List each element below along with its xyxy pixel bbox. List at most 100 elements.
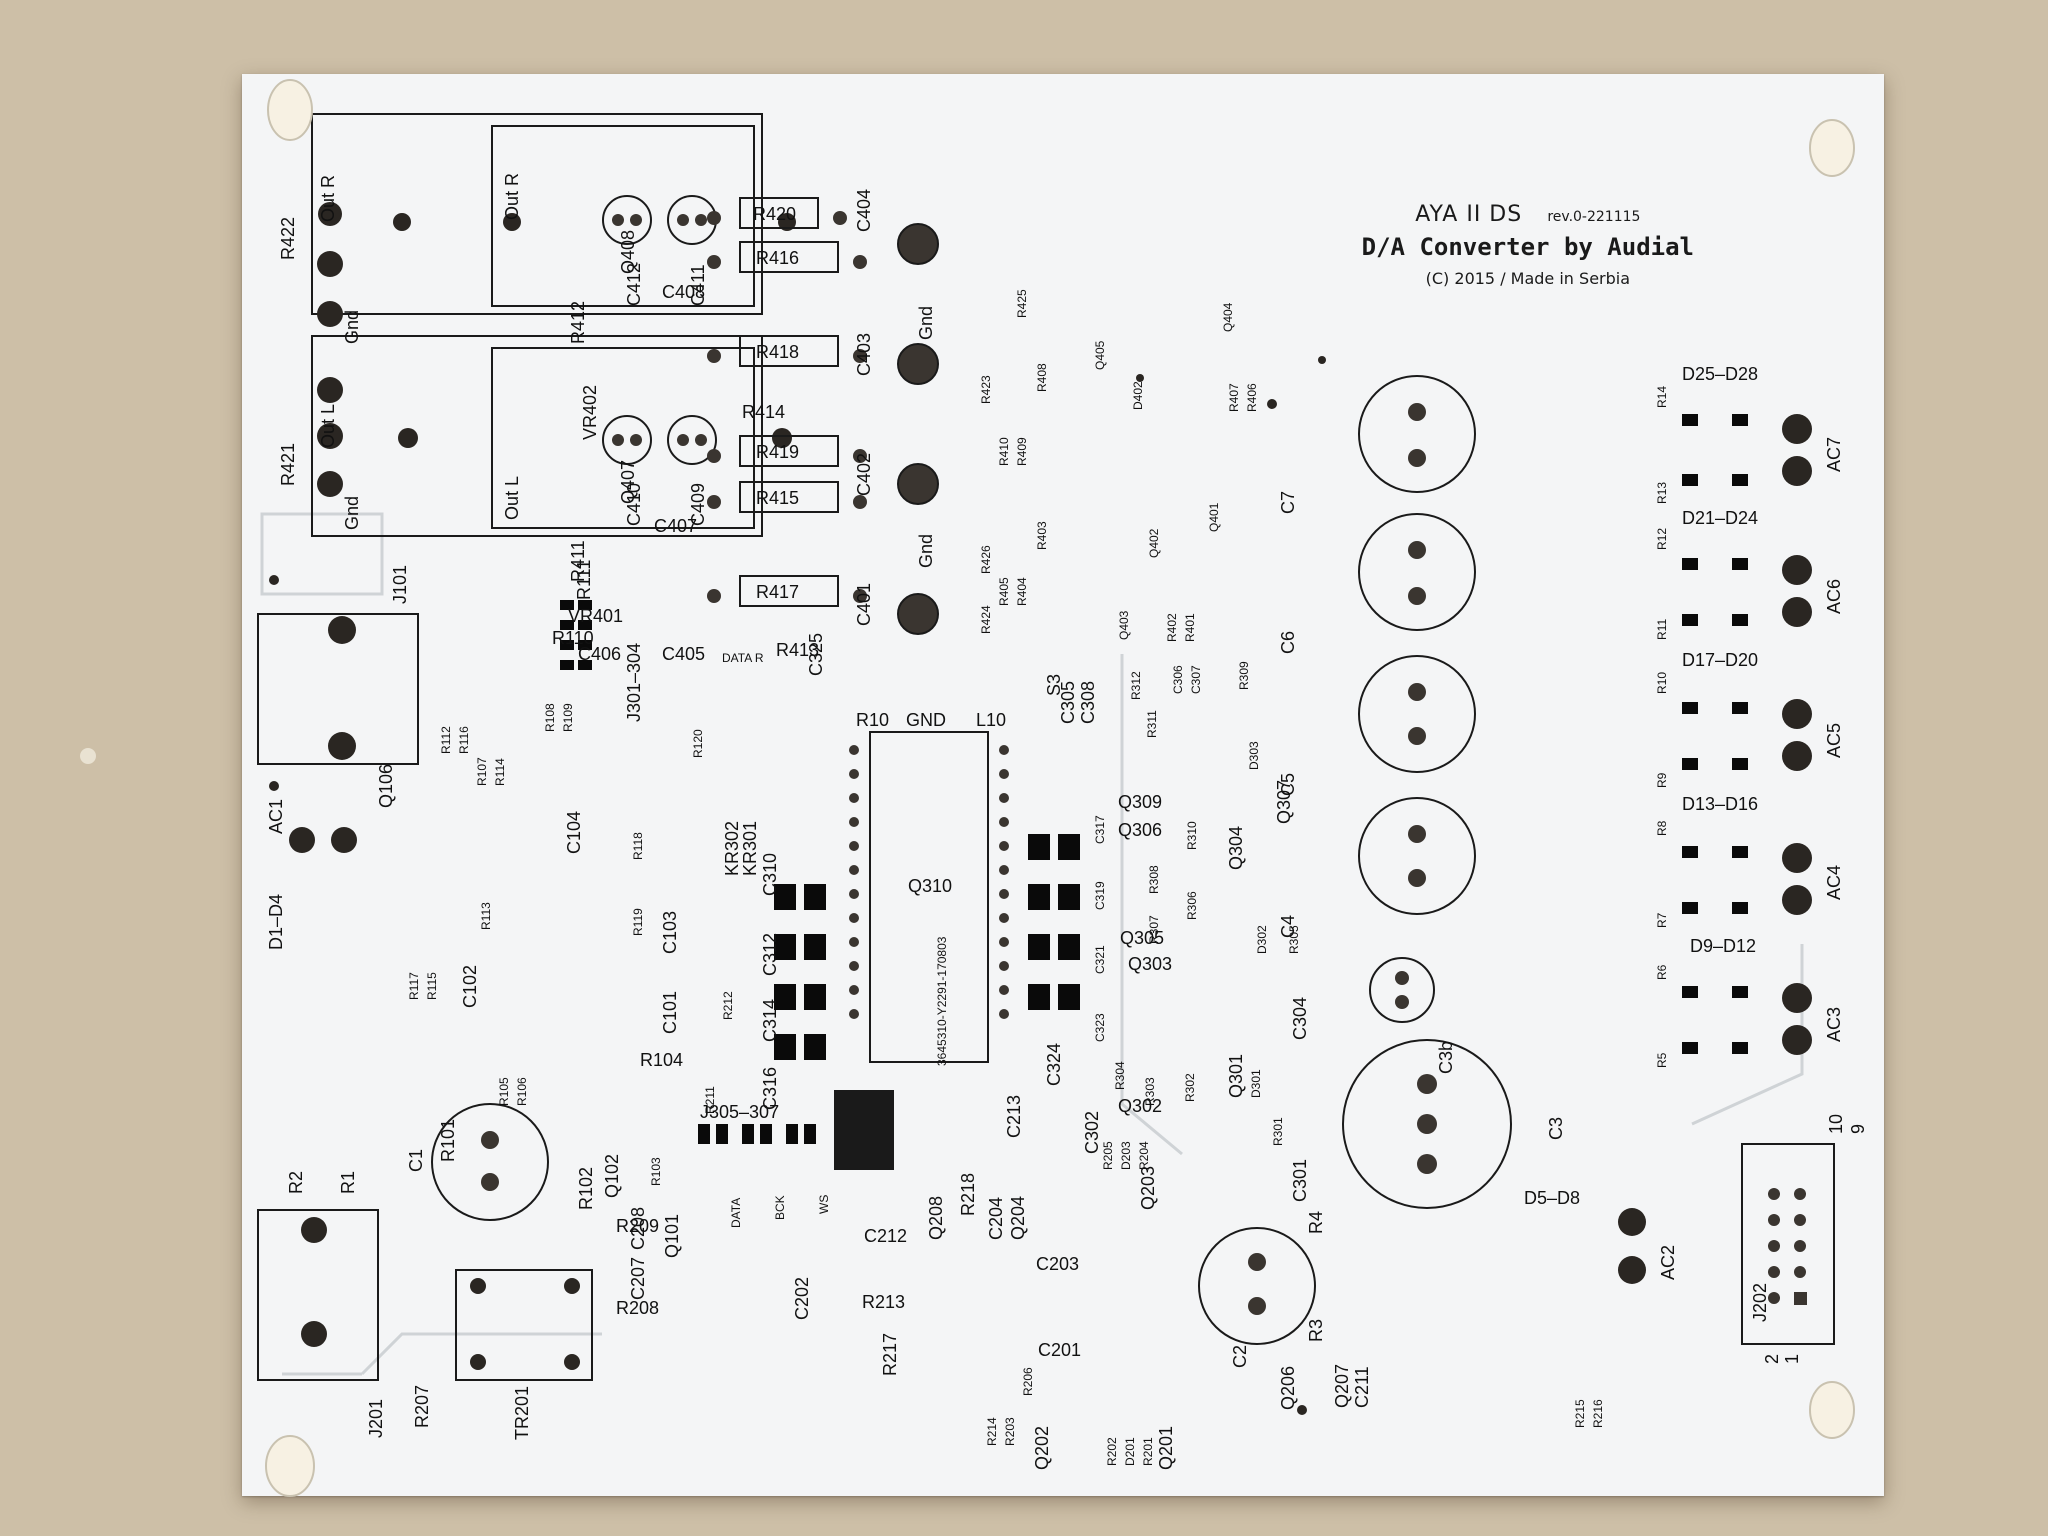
label-r418: R418 xyxy=(756,342,799,362)
label-r10: R10 xyxy=(1655,672,1669,694)
label-r304: R304 xyxy=(1113,1061,1127,1090)
label-d303: D303 xyxy=(1247,741,1261,770)
label-c316: C316 xyxy=(760,1067,780,1110)
label-q204: Q204 xyxy=(1008,1196,1028,1240)
label-gnd-out: GND xyxy=(906,710,946,730)
label-r420: R420 xyxy=(753,204,796,224)
label-c1: C1 xyxy=(406,1149,426,1172)
cap-c412 xyxy=(602,195,652,245)
label-c101: C101 xyxy=(660,991,680,1034)
pcb-silkscreen: R422 R421 Out R Out L Gnd Gnd Out R Out … xyxy=(257,113,1868,1470)
label-q309: Q309 xyxy=(1118,792,1162,812)
label-r305: R305 xyxy=(1287,925,1301,954)
label-d17-d20: D17–D20 xyxy=(1682,650,1758,670)
label-gnd-2: Gnd xyxy=(342,496,362,530)
label-r406: R406 xyxy=(1245,383,1259,412)
label-c321: C321 xyxy=(1093,945,1107,974)
label-r101: R101 xyxy=(438,1119,458,1162)
label-q207: Q207 xyxy=(1332,1364,1352,1408)
resistors-400 xyxy=(739,197,839,607)
label-r404: R404 xyxy=(1015,577,1029,606)
label-r410: R410 xyxy=(997,437,1011,466)
label-r308: R308 xyxy=(1147,865,1161,894)
label-r401: R401 xyxy=(1183,613,1197,642)
label-q203: Q203 xyxy=(1138,1166,1158,1210)
label-c324: C324 xyxy=(1044,1043,1064,1086)
label-c312: C312 xyxy=(760,933,780,976)
label-r212: R212 xyxy=(721,991,735,1020)
label-r11: R11 xyxy=(1655,619,1669,640)
label-r203: R203 xyxy=(1003,1417,1017,1446)
label-q307: Q307 xyxy=(1274,780,1294,824)
label-q102: Q102 xyxy=(602,1154,622,1198)
label-r214: R214 xyxy=(985,1417,999,1446)
label-gnd-1: Gnd xyxy=(342,310,362,344)
label-c207: C207 xyxy=(628,1257,648,1300)
label-r413: R413 xyxy=(776,640,819,660)
label-c211: C211 xyxy=(1352,1366,1372,1408)
label-d13-d16: D13–D16 xyxy=(1682,794,1758,814)
label-c407: C407 xyxy=(654,516,697,536)
label-c406: C406 xyxy=(578,644,621,664)
label-ac5: AC5 xyxy=(1824,723,1844,758)
label-c401: C401 xyxy=(854,583,874,626)
label-c412: C412 xyxy=(624,263,644,306)
label-c201: C201 xyxy=(1038,1340,1081,1360)
label-q302: Q302 xyxy=(1118,1096,1162,1116)
label-r2: R2 xyxy=(286,1171,306,1194)
out-r-pads xyxy=(317,202,343,497)
label-c308: C308 xyxy=(1078,681,1098,724)
label-q404: Q404 xyxy=(1221,302,1235,332)
j202-pins xyxy=(1768,1188,1807,1305)
label-l10: L10 xyxy=(976,710,1006,730)
cap-c7 xyxy=(1358,375,1476,493)
label-vr401: VR401 xyxy=(568,606,623,626)
board-copyright: (C) 2015 / Made in Serbia xyxy=(1425,269,1631,288)
label-r118: R118 xyxy=(631,832,645,860)
label-r14: R14 xyxy=(1655,386,1669,408)
cap-c3b xyxy=(1369,957,1435,1023)
label-c301: C301 xyxy=(1290,1159,1310,1202)
label-q206: Q206 xyxy=(1278,1366,1298,1410)
label-c408: C408 xyxy=(662,282,705,302)
label-c304: C304 xyxy=(1290,997,1310,1040)
label-r13: R13 xyxy=(1655,482,1669,504)
label-c307: C307 xyxy=(1189,665,1203,694)
label-pin9: 9 xyxy=(1848,1124,1868,1134)
label-d203: D203 xyxy=(1119,1141,1133,1170)
label-d25-d28: D25–D28 xyxy=(1682,364,1758,384)
label-c3: C3 xyxy=(1546,1117,1566,1140)
label-r312: R312 xyxy=(1129,671,1143,700)
label-kr301: KR301 xyxy=(740,821,760,876)
label-r306: R306 xyxy=(1185,891,1199,920)
pcb-board: R422 R421 Out R Out L Gnd Gnd Out R Out … xyxy=(242,74,1884,1496)
clip-bottom-right xyxy=(1809,1381,1855,1439)
label-r5: R5 xyxy=(1655,1052,1669,1068)
label-c6: C6 xyxy=(1278,631,1298,654)
label-ws: WS xyxy=(817,1195,831,1214)
cap-c1 xyxy=(431,1103,549,1221)
label-q303: Q303 xyxy=(1128,954,1172,974)
label-data-r: DATA R xyxy=(722,651,764,665)
j202-outline xyxy=(1741,1143,1835,1345)
label-r216: R216 xyxy=(1591,1399,1605,1428)
label-c202: C202 xyxy=(792,1277,812,1320)
label-c104: C104 xyxy=(564,811,584,854)
label-ac1: AC1 xyxy=(266,799,286,834)
label-ac7: AC7 xyxy=(1824,437,1844,472)
label-r206: R206 xyxy=(1021,1367,1035,1396)
label-tr201: TR201 xyxy=(512,1386,532,1440)
label-d201: D201 xyxy=(1123,1437,1137,1466)
label-r407: R407 xyxy=(1227,383,1241,412)
label-r3: R3 xyxy=(1306,1319,1326,1342)
board-revision: rev.0-221115 xyxy=(1547,209,1641,225)
clip-top-left xyxy=(267,79,313,141)
label-r116: R116 xyxy=(457,726,471,754)
label-ac6: AC6 xyxy=(1824,579,1844,614)
label-c2: C2 xyxy=(1230,1345,1250,1368)
label-r409: R409 xyxy=(1015,437,1029,466)
label-c404: C404 xyxy=(854,189,874,232)
label-c411: C411 xyxy=(688,264,708,306)
label-r201: R201 xyxy=(1141,1437,1155,1466)
